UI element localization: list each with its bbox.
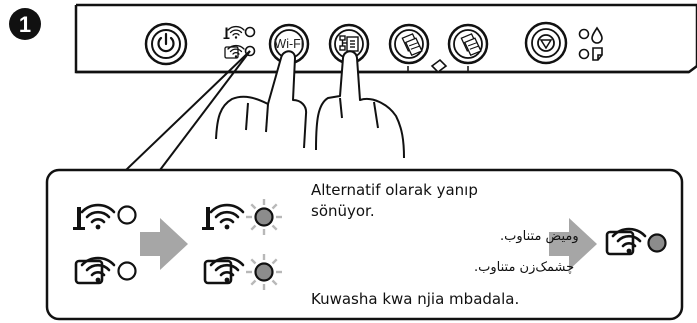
wifi-light [224,27,256,39]
bw-copy-button[interactable] [388,23,430,65]
arrow-right-icon [140,218,188,270]
network-icon [339,35,359,52]
stop-button[interactable] [524,21,568,65]
callout-text-ar: وميض متناوب. [500,229,579,244]
callout-text-tr: Alternatif olarak yanıp sönüyor. [311,181,478,220]
callout-text-fa: چشمک‌زن متناوب. [474,260,575,275]
paper-light [578,47,603,61]
arrow-right-icon [549,218,597,270]
hand-left [215,50,308,149]
stop-icon [537,34,555,52]
power-icon [157,32,175,53]
color-copy-button[interactable] [447,23,489,65]
control-panel [74,3,697,74]
wifi-button[interactable]: Wi-Fi [268,23,310,65]
ink-drop-icon [591,26,603,44]
callout-text-sw: Kuwasha kwa njia mbadala. [311,290,520,308]
state-final-on [607,229,667,254]
step-badge: 1 [9,8,41,40]
paper-icon [592,47,603,61]
callout-pointer [125,50,251,171]
copy-bracket [407,58,469,74]
power-button[interactable] [144,22,188,66]
hand-right [315,50,405,159]
state-alternating-blink [202,197,284,292]
ink-light [578,26,603,44]
wifi-button-label: Wi-Fi [274,37,303,51]
state-initial-off [73,205,137,283]
step-number: 1 [19,12,31,37]
